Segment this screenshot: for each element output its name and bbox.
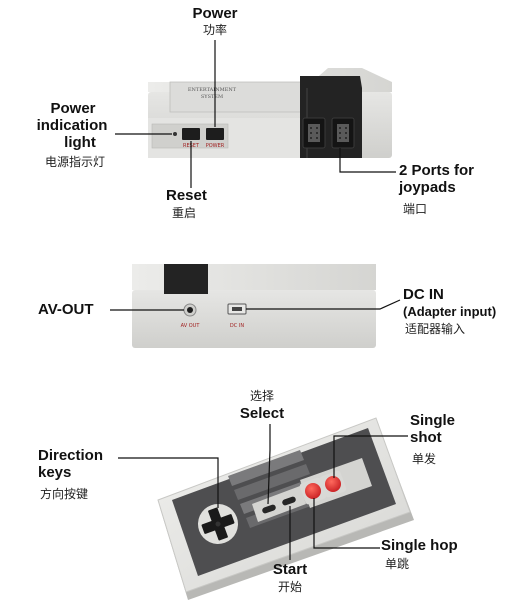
power-light-label-3: light bbox=[64, 134, 96, 151]
console-back-body bbox=[132, 290, 376, 348]
single-hop-label-cn: 单跳 bbox=[385, 557, 410, 571]
av-out-tag: AV OUT bbox=[181, 323, 201, 329]
back-port-housing bbox=[164, 264, 208, 294]
controller bbox=[157, 417, 414, 600]
direction-label-2: keys bbox=[38, 464, 72, 481]
dc-in-label-cn: 适配器输入 bbox=[405, 322, 466, 336]
ports-label-2: joypads bbox=[399, 179, 456, 196]
direction-label-1: Direction bbox=[38, 447, 104, 464]
select-button bbox=[262, 504, 276, 514]
select-label: Select bbox=[239, 405, 285, 422]
console-back: AV OUT DC IN bbox=[132, 264, 376, 348]
select-label-cn: 选择 bbox=[249, 389, 274, 403]
dc-in-tag: DC IN bbox=[230, 323, 244, 329]
reset-label-cn: 重启 bbox=[172, 206, 197, 220]
power-tag: POWER bbox=[206, 143, 225, 149]
single-shot-label-cn: 单发 bbox=[412, 452, 437, 466]
power-light-label-2: indication bbox=[36, 117, 108, 134]
single-hop-label: Single hop bbox=[381, 537, 458, 554]
bottom-callout-lines bbox=[118, 424, 408, 560]
start-label-cn: 开始 bbox=[277, 580, 302, 594]
power-button bbox=[206, 128, 224, 140]
single-shot-label-1: Single bbox=[410, 412, 456, 429]
console-emboss-text-2: SYSTEM bbox=[201, 94, 223, 100]
middle-callout-lines bbox=[110, 299, 401, 311]
ports-label-1: 2 Ports for bbox=[399, 162, 475, 179]
single-shot-label-2: shot bbox=[410, 429, 442, 446]
power-light-label-1: Power bbox=[50, 100, 96, 117]
power-label-cn: 功率 bbox=[202, 23, 227, 37]
power-light-label-cn: 电源指示灯 bbox=[44, 155, 105, 169]
reset-label: Reset bbox=[166, 187, 207, 204]
direction-pad bbox=[198, 504, 238, 544]
single-hop-button bbox=[299, 477, 327, 505]
reset-button bbox=[182, 128, 200, 140]
joypad-port-1 bbox=[302, 117, 326, 149]
top-callout-lines bbox=[115, 40, 396, 188]
single-shot-button bbox=[319, 470, 347, 498]
ports-label-cn: 端口 bbox=[403, 202, 428, 216]
console-emboss-text-1: ENTERTAINMENT bbox=[188, 87, 237, 93]
console-front: ENTERTAINMENT SYSTEM RESET POWER bbox=[148, 68, 392, 158]
dc-in-label-2: (Adapter input) bbox=[403, 304, 497, 319]
dc-in-label-1: DC IN bbox=[403, 286, 444, 303]
power-label: Power bbox=[192, 5, 238, 22]
av-out-label: AV-OUT bbox=[38, 301, 94, 318]
start-button bbox=[282, 496, 296, 506]
power-indicator-light bbox=[173, 132, 177, 136]
direction-label-cn: 方向按键 bbox=[40, 487, 89, 501]
joypad-port-2 bbox=[331, 117, 355, 149]
start-label: Start bbox=[272, 561, 308, 578]
